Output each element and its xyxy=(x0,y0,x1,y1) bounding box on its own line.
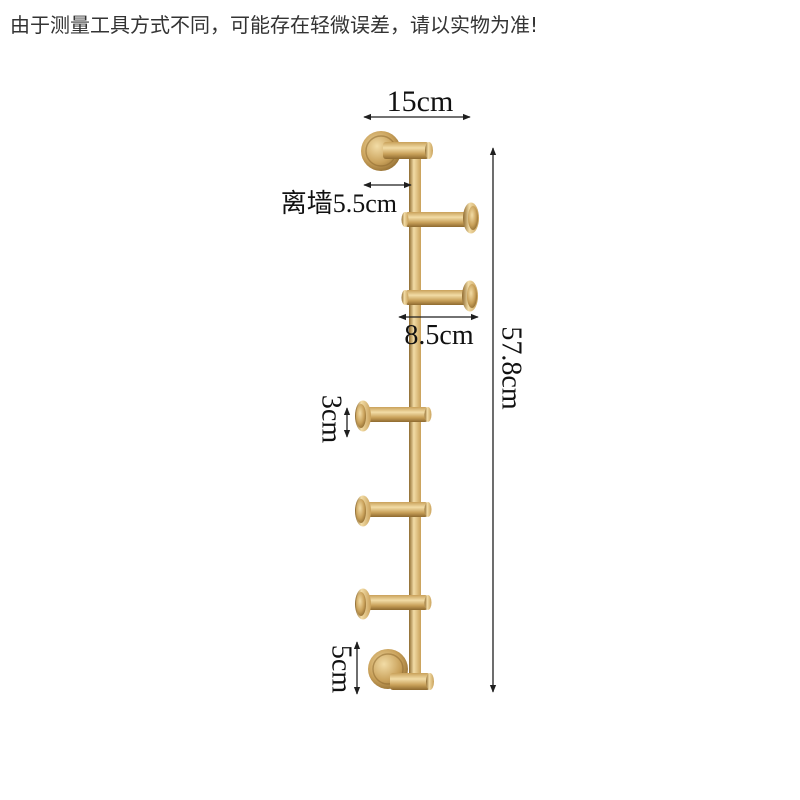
hook-3 xyxy=(355,400,432,432)
hook-arm xyxy=(405,290,467,305)
hook-5 xyxy=(355,588,432,620)
hook-spacing-label: 3cm xyxy=(316,395,347,443)
hook-knob-face xyxy=(356,592,366,616)
hook-arm-cap xyxy=(424,502,432,517)
dimension-labels: 15cm 离墙5.5cm 8.5cm 3cm 57.8cm 5cm xyxy=(281,85,527,693)
hook-knob-face xyxy=(467,284,477,308)
hook-arm-cap xyxy=(424,407,432,422)
hook-arm-cap xyxy=(401,290,409,305)
hook-arm xyxy=(364,502,428,517)
hook-arm-cap xyxy=(401,212,409,227)
dimension-lines xyxy=(343,113,497,695)
hook-knob-face xyxy=(356,499,366,523)
hook-2 xyxy=(401,280,478,312)
bottom-mount-post xyxy=(390,673,430,690)
top-mount-post xyxy=(383,142,429,159)
hook-arm xyxy=(364,595,428,610)
width-label: 15cm xyxy=(387,85,454,118)
hook-rack xyxy=(355,131,479,690)
top-mount-post-cap xyxy=(425,142,433,159)
hook-knob-face xyxy=(468,206,478,230)
hook-arm xyxy=(405,212,467,227)
hook-knob-face xyxy=(356,404,366,428)
bottom-wall-flange-ring xyxy=(372,653,404,685)
hook-1 xyxy=(401,202,479,234)
total-height-label: 57.8cm xyxy=(496,326,527,409)
hook-arm xyxy=(364,407,428,422)
bottom-mount-post-cap xyxy=(426,673,434,690)
mount-height-label: 5cm xyxy=(326,645,357,693)
hook-length-label: 8.5cm xyxy=(404,320,473,351)
hook-4 xyxy=(355,495,432,527)
measurement-disclaimer: 由于测量工具方式不同，可能存在轻微误差，请以实物为准! xyxy=(10,13,539,37)
wall-distance-label: 离墙5.5cm xyxy=(281,189,397,218)
hook-arm-cap xyxy=(424,595,432,610)
top-wall-flange xyxy=(361,131,401,171)
